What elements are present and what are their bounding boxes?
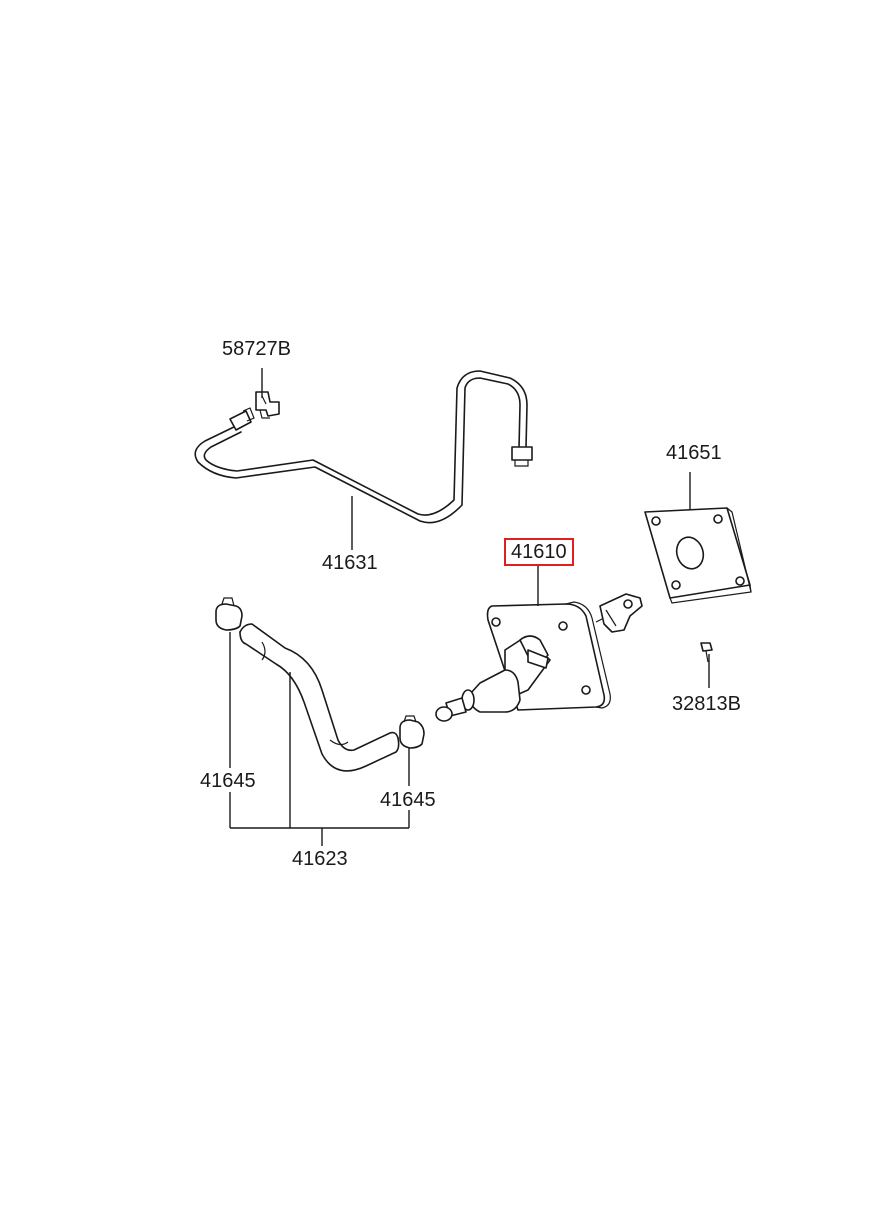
part-label-41651[interactable]: 41651 (666, 442, 722, 464)
clamp-41645-right[interactable] (399, 715, 425, 749)
clamp-41645-left[interactable] (215, 597, 243, 631)
clutch-pipe-41631[interactable] (194, 370, 533, 524)
clip-58727B[interactable] (255, 391, 280, 419)
part-label-58727B[interactable]: 58727B (222, 338, 291, 360)
part-label-41610-highlighted[interactable]: 41610 (504, 538, 574, 566)
part-label-41631[interactable]: 41631 (322, 552, 378, 574)
clutch-master-cylinder-41610[interactable] (435, 593, 643, 722)
part-label-41645-left[interactable]: 41645 (200, 770, 256, 792)
gasket-plate-41651[interactable] (644, 507, 752, 604)
part-label-41645-right[interactable]: 41645 (380, 789, 436, 811)
leader-lines (229, 368, 710, 846)
part-label-41623[interactable]: 41623 (292, 848, 348, 870)
bolt-32813B[interactable] (700, 642, 713, 663)
part-label-32813B[interactable]: 32813B (672, 693, 741, 715)
hose-41623[interactable] (239, 623, 400, 772)
